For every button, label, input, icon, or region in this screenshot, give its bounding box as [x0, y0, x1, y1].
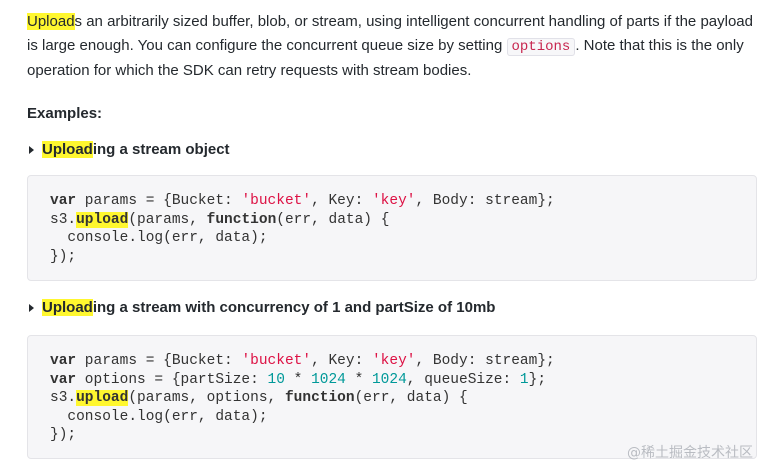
caret-right-icon[interactable]: [29, 304, 34, 312]
example-title-2: Uploading a stream with concurrency of 1…: [42, 299, 496, 316]
example-toggle-2[interactable]: Uploading a stream with concurrency of 1…: [27, 297, 759, 319]
doc-content: Uploads an arbitrarily sized buffer, blo…: [27, 0, 759, 459]
intro-paragraph: Uploads an arbitrarily sized buffer, blo…: [27, 13, 753, 79]
examples-heading: Examples:: [27, 105, 103, 122]
inline-code-options: options: [506, 38, 576, 56]
code-block-2: var params = {Bucket: 'bucket', Key: 'ke…: [27, 335, 757, 459]
example-title-1: Uploading a stream object: [42, 141, 230, 158]
code-block-1: var params = {Bucket: 'bucket', Key: 'ke…: [27, 175, 757, 281]
caret-right-icon[interactable]: [29, 146, 34, 154]
watermark: @稀土掘金技术社区: [627, 445, 753, 461]
search-highlight: Upload: [27, 13, 75, 30]
example-toggle-1[interactable]: Uploading a stream object: [27, 139, 759, 161]
